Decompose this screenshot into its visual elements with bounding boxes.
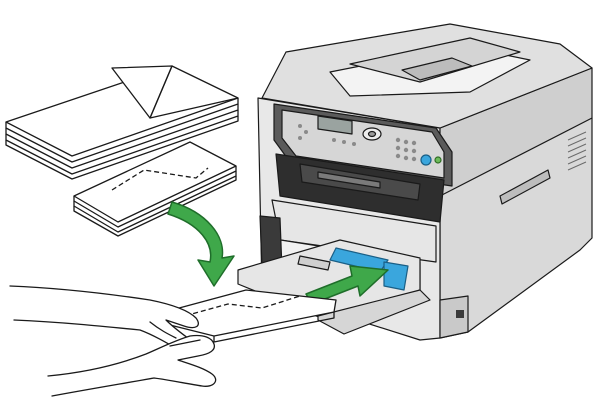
envelope-stack-open-icon [73,141,237,237]
hands-icon [9,285,217,397]
curved-arrow-icon [167,201,235,287]
envelope-stack-closed-icon [5,65,239,180]
